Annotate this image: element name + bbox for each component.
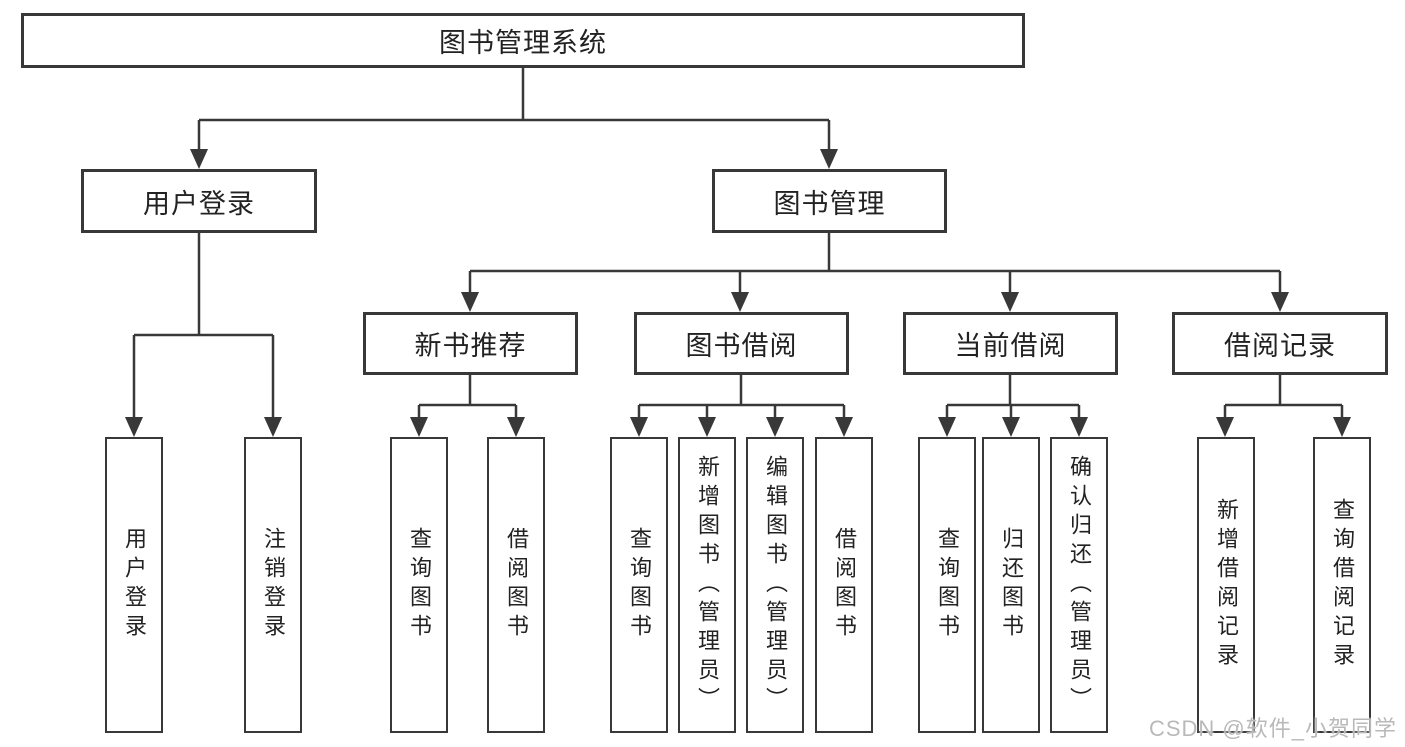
arrow-down-icon <box>1001 292 1019 312</box>
connector-user-login <box>132 233 275 418</box>
connector-root <box>197 68 831 150</box>
arrow-down-icon <box>1216 417 1234 437</box>
arrow-down-icon <box>125 417 143 437</box>
node-leaf-add-books-admin: 新增图书（管理员） <box>678 437 736 733</box>
node-book-management: 图书管理 <box>712 169 947 233</box>
arrow-down-icon <box>410 417 428 437</box>
node-leaf-edit-books-admin: 编辑图书（管理员） <box>746 437 804 733</box>
node-leaf-query-books-borrow: 查询图书 <box>610 437 668 733</box>
arrow-down-icon <box>1333 417 1351 437</box>
arrow-down-icon <box>461 292 479 312</box>
csdn-watermark: CSDN @软件_小贺同学 <box>1148 716 1397 741</box>
node-leaf-confirm-return-admin: 确认归还（管理员） <box>1050 437 1108 733</box>
node-leaf-borrow-books-recommend: 借阅图书 <box>487 437 545 733</box>
node-leaf-query-books-recommend: 查询图书 <box>390 437 448 733</box>
arrow-down-icon <box>731 292 749 312</box>
connector-new-book-recommend <box>417 375 518 418</box>
node-user-login: 用户登录 <box>81 169 317 233</box>
connector-book-borrow <box>637 375 846 418</box>
arrow-down-icon <box>1002 417 1020 437</box>
connector-borrow-records <box>1223 375 1344 418</box>
arrowheads <box>125 149 1351 437</box>
node-leaf-query-borrow-record: 查询借阅记录 <box>1313 437 1371 733</box>
arrow-down-icon <box>820 149 838 169</box>
node-current-borrowing: 当前借阅 <box>903 312 1118 375</box>
node-leaf-return-books: 归还图书 <box>982 437 1040 733</box>
arrow-down-icon <box>630 417 648 437</box>
node-leaf-query-books-current: 查询图书 <box>918 437 976 733</box>
arrow-down-icon <box>835 417 853 437</box>
arrow-down-icon <box>938 417 956 437</box>
node-leaf-borrow-books: 借阅图书 <box>815 437 873 733</box>
arrow-down-icon <box>507 417 525 437</box>
node-leaf-add-borrow-record: 新增借阅记录 <box>1197 437 1255 733</box>
connector-current-borrow <box>945 375 1081 418</box>
connector-book-management <box>468 233 1282 293</box>
arrow-down-icon <box>1271 292 1289 312</box>
arrow-down-icon <box>766 417 784 437</box>
arrow-down-icon <box>264 417 282 437</box>
arrow-down-icon <box>190 149 208 169</box>
node-library-management-system: 图书管理系统 <box>21 13 1025 68</box>
node-new-book-recommendation: 新书推荐 <box>363 312 578 375</box>
node-leaf-logout: 注销登录 <box>244 437 302 733</box>
arrow-down-icon <box>1070 417 1088 437</box>
node-book-borrowing: 图书借阅 <box>634 312 849 375</box>
node-leaf-user-login: 用户登录 <box>105 437 163 733</box>
node-borrowing-records: 借阅记录 <box>1172 312 1388 375</box>
arrow-down-icon <box>698 417 716 437</box>
